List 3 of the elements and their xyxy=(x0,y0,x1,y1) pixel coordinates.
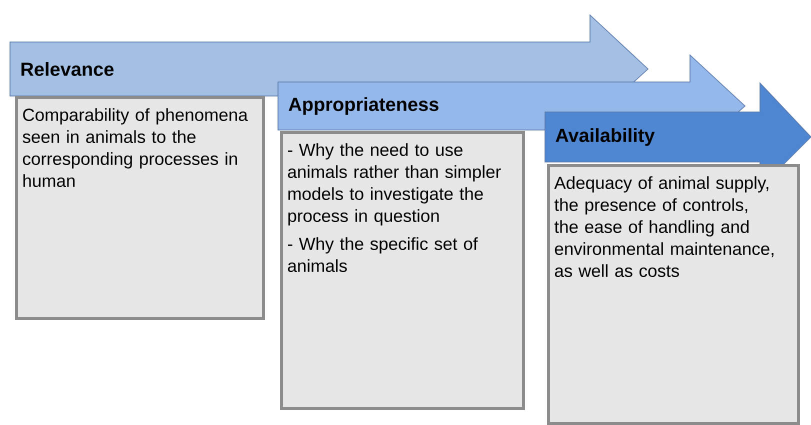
text-box: Adequacy of animal supply, the presence of controls, the ease of handling and environmental maintenance, as well as costs xyxy=(547,164,800,425)
text-box: - Why the need to use animals rather than simpler models to investigate the process in question - Why the specific set of animals xyxy=(280,131,525,410)
text-box: Comparability of phenomena seen in animals to the corresponding processes in human xyxy=(15,96,265,320)
